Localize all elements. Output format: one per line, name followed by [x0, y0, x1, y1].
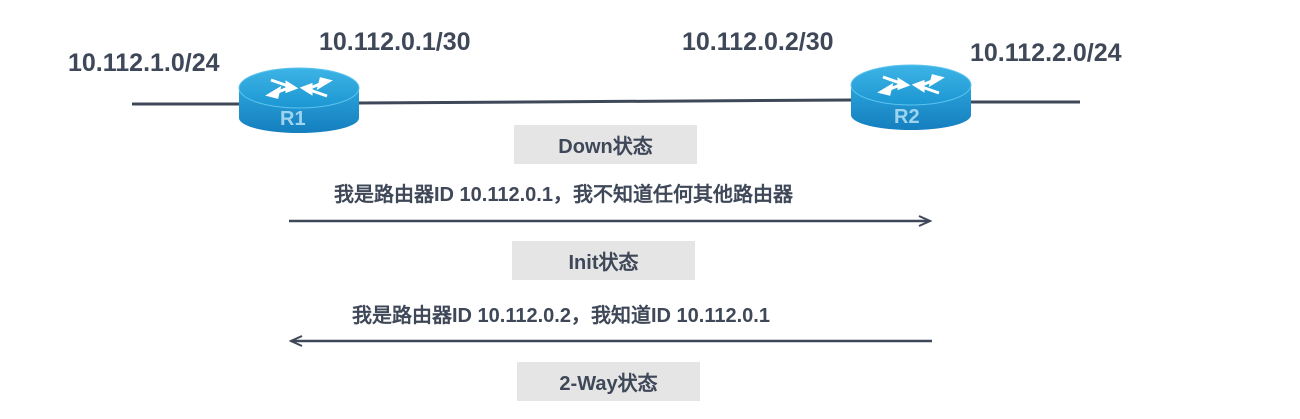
router-r1-label: R1	[280, 108, 306, 130]
router-r1-icon	[238, 67, 360, 133]
r2-interface-address: 10.112.0.2/30	[682, 28, 834, 56]
hello-r2-message: 我是路由器ID 10.112.0.2，我知道ID 10.112.0.1	[352, 305, 770, 327]
p2p-link	[357, 98, 853, 105]
router-r2-icon	[850, 64, 972, 130]
state-down-box: Down状态	[514, 125, 697, 164]
right-lan-address: 10.112.2.0/24	[970, 39, 1122, 67]
r1-interface-address: 10.112.0.1/30	[319, 28, 471, 56]
state-init-label: Init状态	[568, 252, 639, 274]
state-2way-label: 2-Way状态	[559, 373, 658, 395]
left-lan-address: 10.112.1.0/24	[68, 49, 220, 77]
hello-r1-message: 我是路由器ID 10.112.0.1，我不知道任何其他路由器	[334, 184, 793, 206]
router-r2-label: R2	[894, 106, 920, 128]
state-down-label: Down状态	[558, 136, 653, 158]
state-2way-box: 2-Way状态	[517, 362, 700, 401]
state-init-box: Init状态	[512, 241, 695, 280]
